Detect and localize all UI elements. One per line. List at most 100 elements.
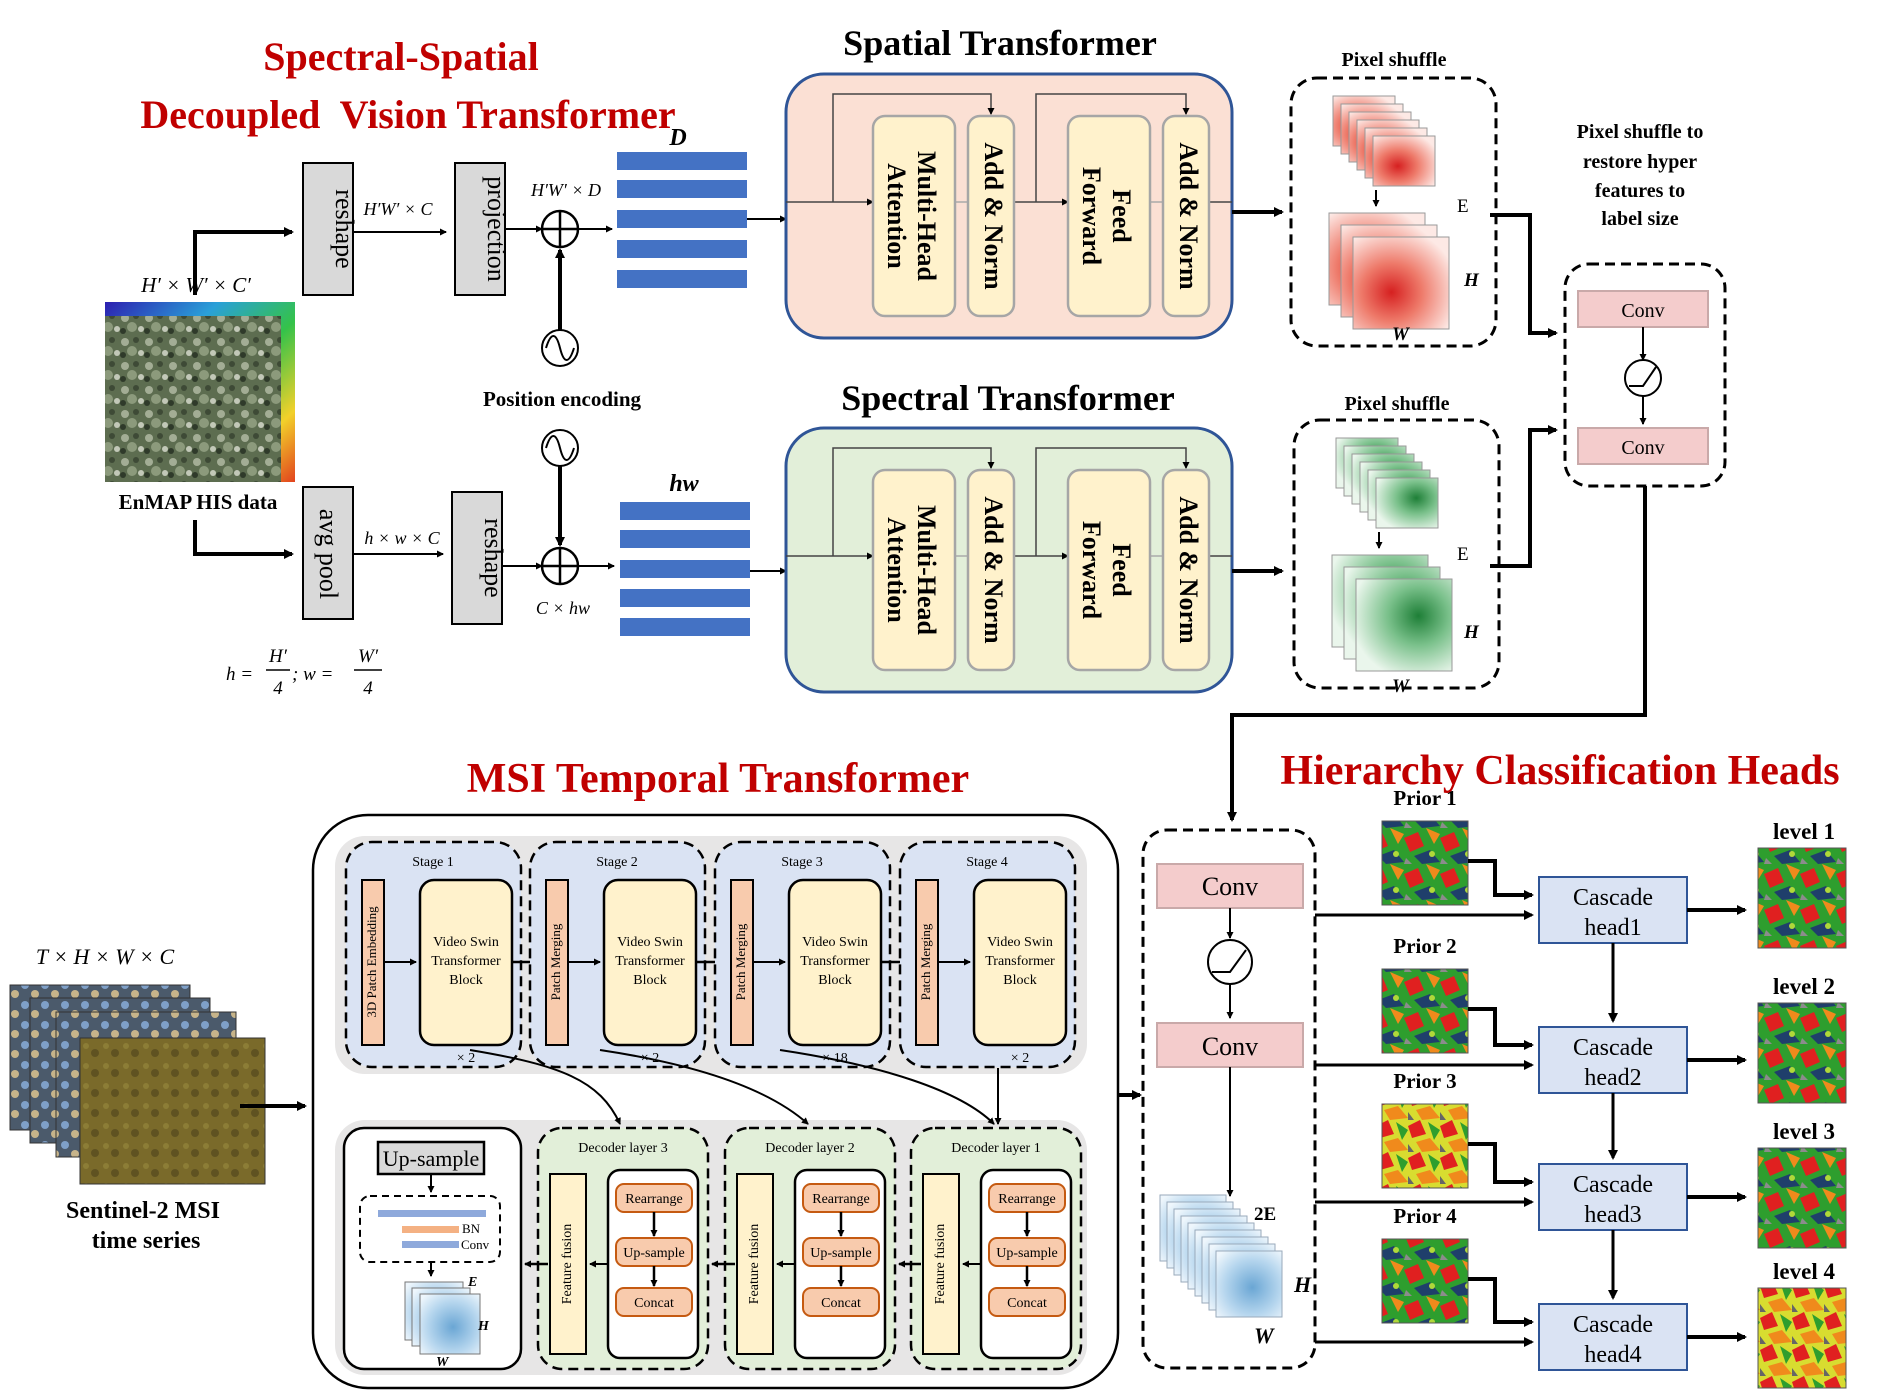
decoder-1-step-3-box (615, 1287, 693, 1317)
arrow-hsi-to-reshape (193, 227, 294, 295)
spatial-add-norm-2-box (1161, 114, 1211, 318)
level-2-label: level 2 (1773, 974, 1835, 999)
title-spatial-transformer: Spatial Transformer (843, 23, 1157, 63)
spectral-add-norm-1-label: Add & Norm (979, 496, 1008, 644)
stage-3-mult: × 18 (822, 1051, 847, 1066)
arrow-prior-3-to-cascade (1468, 1142, 1534, 1187)
ps-bot-E: E (1457, 544, 1469, 565)
head-feature-maps (1159, 1194, 1283, 1318)
stage-1-swin-line-2: Transformer (431, 954, 501, 969)
conv-bar (402, 1241, 459, 1248)
level-2-map (1757, 1002, 1847, 1104)
stage-4-swin-block (972, 878, 1068, 1047)
formula-h-num: H′ (268, 646, 288, 667)
stage-3-swin-line-1: Video Swin (802, 935, 868, 950)
head-conv-group (1141, 828, 1317, 1370)
spatial-residual-2 (1035, 93, 1190, 202)
formula-h-den: 4 (273, 678, 283, 699)
cascade-head-3-line2: head3 (1584, 1202, 1641, 1228)
token-stack-bottom (620, 502, 750, 636)
add-op-bottom (540, 546, 580, 586)
stage-2-name: Stage 2 (596, 855, 638, 870)
level-1-map (1757, 847, 1847, 949)
prior-4-map (1381, 1238, 1469, 1324)
decoder-2-fusion-box (736, 1173, 774, 1355)
head-H: H (1293, 1272, 1312, 1297)
avgpool-box (302, 486, 354, 620)
ps-top-E: E (1457, 196, 1469, 217)
spatial-mha-label: Multi-HeadAttention (882, 151, 941, 282)
spatial-residual-1 (832, 93, 995, 202)
title-spectral-spatial-line1: Spectral-Spatial (263, 34, 539, 79)
stage-4-swin-line-3: Block (1003, 973, 1036, 988)
formula-w-num: W′ (358, 646, 379, 667)
msi-output-W: W (436, 1355, 450, 1370)
msi-output-maps (404, 1281, 481, 1355)
spatial-add-norm-1-box (966, 114, 1016, 318)
stage-3-swin-line-2: Transformer (800, 954, 870, 969)
spatial-feed-forward-box (1066, 114, 1152, 318)
decoder-2-step-3-label: Concat (821, 1296, 861, 1311)
skip-curve-stage2 (599, 1049, 809, 1125)
decoder-3-name: Decoder layer 1 (951, 1141, 1040, 1156)
arrow-prior-1-to-cascade (1468, 859, 1534, 900)
level-4-map (1757, 1287, 1847, 1389)
title-hierarchy: Hierarchy Classification Heads (1280, 748, 1839, 794)
prior-4-label: Prior 4 (1393, 1204, 1457, 1228)
add-op-top (540, 209, 580, 249)
level-3-label: level 3 (1773, 1119, 1835, 1144)
conv-label-1: Conv (1621, 300, 1664, 322)
spatial-mha-box (871, 114, 957, 318)
sine-icon-bottom (541, 429, 579, 467)
title-msi-temporal: MSI Temporal Transformer (467, 756, 969, 802)
cascade-head-2-line2: head2 (1584, 1065, 1641, 1091)
msi-input-dim: T × H × W × C (36, 944, 175, 969)
title-spectral-transformer: Spectral Transformer (841, 378, 1175, 418)
cascade-head-4-box (1538, 1303, 1688, 1371)
relu-icon-top (1624, 359, 1662, 397)
token-stack-top (617, 152, 747, 288)
spectral-add-norm-1-box (966, 468, 1016, 672)
conv-small-label: Conv (461, 1237, 490, 1252)
sine-icon-top (541, 329, 579, 367)
arrow-hsi-to-avgpool (193, 520, 294, 559)
spectral-add-norm-2-label: Add & Norm (1174, 496, 1203, 644)
dim-hwc: H′W′ × C (362, 199, 433, 219)
restore-note-line1: Pixel shuffle to (1577, 121, 1704, 143)
bn-bar (402, 1226, 459, 1233)
level-3-map (1757, 1147, 1847, 1249)
pixel-shuffle-top (1289, 76, 1498, 348)
decoder-1-step-3-label: Concat (634, 1296, 674, 1311)
prior-1-map (1381, 820, 1469, 906)
decoder-1-fusion-box (549, 1173, 587, 1355)
stage-4-swin-line-2: Transformer (985, 954, 1055, 969)
skip-curve-stage3 (779, 1049, 995, 1125)
decoder-band (335, 1120, 1087, 1375)
dim-hwc-small: h × w × C (364, 528, 440, 548)
decoder-2-step-2-label: Up-sample (810, 1246, 871, 1261)
decoder-2-step-1-label: Rearrange (812, 1192, 870, 1207)
restore-note-line4: label size (1601, 208, 1678, 230)
pixel-shuffle-top-label: Pixel shuffle (1342, 49, 1447, 71)
formula-w: ; w = (292, 664, 333, 685)
upsample-label: Up-sample (383, 1146, 480, 1171)
restore-note: Pixel shuffle to restore hyper features … (1577, 121, 1704, 230)
stage-3-name: Stage 3 (781, 855, 823, 870)
arrow-shuffle-bottom-to-conv (1490, 425, 1558, 568)
stage-1-side-label: 3D Patch Embedding (364, 906, 379, 1018)
stage-1-mult: × 2 (457, 1051, 475, 1066)
cascade-head-3-box (1538, 1163, 1688, 1231)
prior-2-label: Prior 2 (1393, 934, 1456, 958)
msi-output-E: E (467, 1275, 477, 1290)
cascade-head-4-line1: Cascade (1573, 1312, 1653, 1338)
conv-box-2 (1577, 427, 1709, 465)
head-W: W (1254, 1323, 1275, 1348)
cascade-head-1-line2: head1 (1584, 915, 1641, 941)
stage-1-swin-line-1: Video Swin (433, 935, 499, 950)
reshape2-box (451, 491, 503, 625)
decoder-1-step-1-label: Rearrange (625, 1192, 683, 1207)
restore-note-line2: restore hyper (1583, 151, 1697, 173)
pixel-shuffle-bottom-label: Pixel shuffle (1345, 393, 1450, 415)
spatial-add-norm-1-label: Add & Norm (979, 142, 1008, 290)
